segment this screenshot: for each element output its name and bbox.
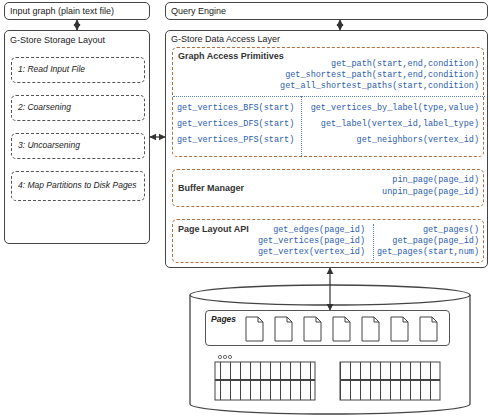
section-divider <box>173 96 485 97</box>
function-name: get_vertices_BFS(start) <box>177 104 294 114</box>
layer-box: G-Store Data Access LayerGraph Access Pr… <box>165 30 488 268</box>
box-label: Query Engine <box>171 6 226 16</box>
box-label: Graph Access Primitives <box>178 51 284 61</box>
function-name: get_all_shortest_paths(start,condition) <box>280 82 479 92</box>
function-name: get_vertices_PFS(start) <box>177 136 294 146</box>
double-arrow <box>76 20 77 30</box>
step-box: 4: Map Partitions to Disk Pages <box>11 171 145 201</box>
double-arrow <box>150 136 165 137</box>
function-name: get_neighbors(vertex_id) <box>357 136 479 146</box>
page-api-box: Page Layout APIget_edges(page_id)get_ver… <box>172 219 484 263</box>
double-arrow <box>329 268 330 310</box>
step-box: 2: Coarsening <box>11 95 145 121</box>
input-box: Input graph (plain text file) <box>4 2 150 20</box>
function-name: get_edges(page_id) <box>273 226 365 236</box>
layer-box: G-Store Storage Layout 1: Read Input File… <box>4 30 150 244</box>
function-name: get_vertices_by_label(type,value) <box>311 104 479 114</box>
function-name: get_pages(start,num) <box>377 248 479 258</box>
box-label: G-Store Data Access Layer <box>171 34 280 44</box>
box-label: Input graph (plain text file) <box>10 6 114 16</box>
box-label: 1: Read Input File <box>18 65 85 75</box>
function-name: get_page(page_id) <box>392 237 479 247</box>
function-name: get_vertices(page_id) <box>258 237 365 247</box>
function-name: get_vertex(vertex_id) <box>258 248 365 258</box>
page-icon <box>246 317 263 341</box>
page-icon <box>420 317 437 341</box>
box-label: Pages <box>211 315 236 325</box>
function-name: get_shortest_path(start,end,condition) <box>285 71 479 81</box>
box-label: Buffer Manager <box>178 183 244 193</box>
box-label: G-Store Storage Layout <box>10 35 105 45</box>
pages-box: Pages <box>205 310 450 346</box>
section-divider <box>301 96 302 156</box>
function-name: get_vertices_DFS(start) <box>177 120 294 130</box>
page-icon <box>391 317 408 341</box>
function-name: get_pages() <box>423 226 479 236</box>
page-icon <box>304 317 321 341</box>
primitives-box: Graph Access Primitives get_path(start,en… <box>172 47 484 157</box>
page-icon <box>362 317 379 341</box>
box-label: 2: Coarsening <box>18 103 71 113</box>
storage-cells <box>215 355 440 400</box>
page-icon <box>275 317 292 341</box>
page-icon <box>333 317 350 341</box>
box-label: 3: Uncoarsening <box>18 141 80 151</box>
function-name: unpin_page(page_id) <box>382 188 479 198</box>
step-box: 1: Read Input File <box>11 57 145 83</box>
section-divider <box>373 224 374 260</box>
function-name: get_path(start,end,condition) <box>331 60 479 70</box>
step-box: 3: Uncoarsening <box>11 133 145 159</box>
page-icons <box>246 317 437 341</box>
box-label: 4: Map Partitions to Disk Pages <box>18 181 137 191</box>
function-name: pin_page(page_id) <box>392 176 479 186</box>
engine-box: Query Engine <box>165 2 488 20</box>
box-label: Page Layout API <box>178 224 249 234</box>
double-arrow <box>339 20 340 30</box>
buffer-box: Buffer Manager pin_page(page_id) unpin_pag… <box>172 169 484 207</box>
function-name: get_label(vertex_id,label_type) <box>321 120 479 130</box>
